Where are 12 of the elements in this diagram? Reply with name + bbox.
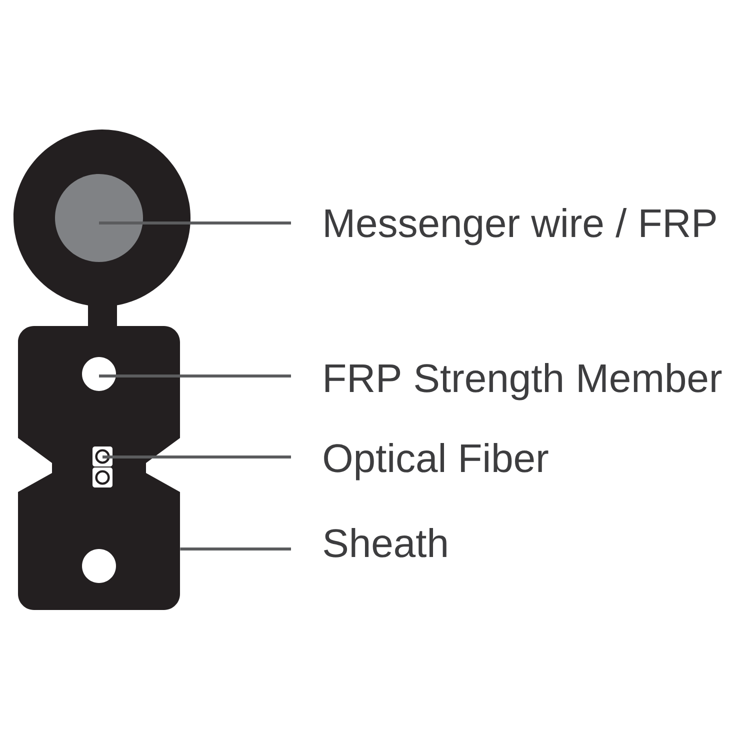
part-label: Sheath — [324, 528, 446, 558]
wire-core — [55, 174, 143, 262]
part-label: Optical Fiber — [324, 443, 548, 480]
strength-rod — [82, 357, 116, 391]
part-label: Messenger wire / FRP — [325, 208, 716, 246]
strength-rod — [82, 549, 116, 583]
leader-line — [99, 374, 291, 378]
leader-line — [99, 222, 291, 224]
part-label: FRP Strength Member — [325, 363, 722, 400]
leader-line — [102, 456, 291, 458]
leader-line — [180, 548, 291, 550]
fiber-square — [92, 468, 112, 488]
